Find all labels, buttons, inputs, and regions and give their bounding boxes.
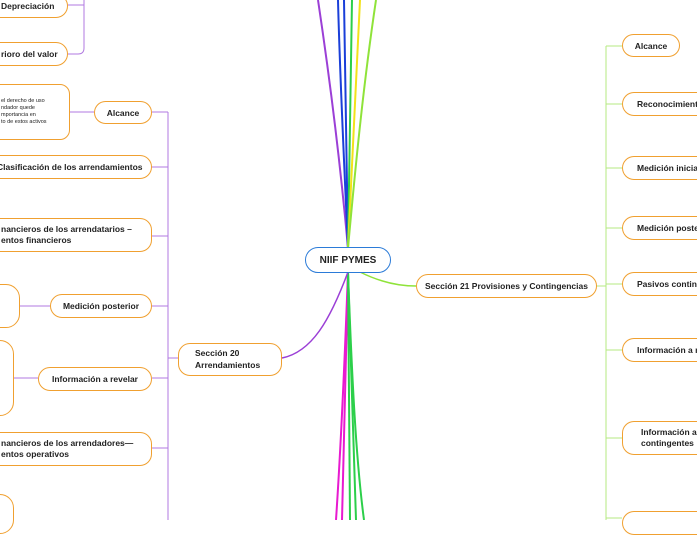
node-reconocimiento[interactable]: Reconocimiento (622, 92, 697, 116)
node-informacion-revelar-right[interactable]: Información a r (622, 338, 697, 362)
central-topic[interactable]: NIIF PYMES (305, 247, 391, 273)
central-topic-label: NIIF PYMES (319, 254, 377, 266)
node-arrendadores[interactable]: nancieros de los arrendadores— entos ope… (0, 432, 152, 466)
node-medicion-posterior-right-label: Medición poste (637, 223, 697, 233)
node-medicion-posterior-child[interactable] (0, 284, 20, 328)
node-seccion-20[interactable]: Sección 20 Arrendamientos (178, 343, 282, 376)
node-depreciacion-label: Depreciación (1, 1, 55, 11)
arrendadores-line-2: entos operativos (1, 449, 70, 459)
node-informacion-revelar-right-label: Información a r (637, 345, 697, 355)
node-medicion-inicial[interactable]: Medición inicial (622, 156, 697, 180)
alcance-note-line-3: mportancia en (1, 112, 36, 118)
node-arrendatarios[interactable]: nancieros de los arrendatarios – entos f… (0, 218, 152, 252)
seccion-20-line-2: Arrendamientos (195, 359, 261, 370)
node-clasificacion[interactable]: Clasificación de los arrendamientos (0, 155, 152, 179)
node-pasivos-contingentes-label: Pasivos conting (637, 279, 697, 289)
alcance-note-line-2: ndador quede (1, 104, 35, 111)
node-clasificacion-label: Clasificación de los arrendamientos (0, 162, 143, 172)
node-informacion-revelar-left-label: Información a revelar (52, 374, 138, 384)
alcance-note-line-4: to de estos activos (1, 119, 47, 126)
node-depreciacion[interactable]: Depreciación (0, 0, 68, 18)
node-medicion-posterior-left-label: Medición posterior (62, 301, 140, 311)
node-bottom-left-partial[interactable] (0, 494, 14, 534)
node-bottom-right-partial[interactable] (622, 511, 697, 535)
informacion-contingentes-line-1: Información a (641, 426, 697, 437)
node-medicion-posterior-right[interactable]: Medición poste (622, 216, 697, 240)
node-informacion-contingentes[interactable]: Información a contingentes (622, 421, 697, 455)
node-reconocimiento-label: Reconocimiento (637, 99, 697, 109)
node-alcance-left[interactable]: Alcance (94, 101, 152, 124)
node-alcance-left-label: Alcance (106, 107, 140, 118)
arrendatarios-line-2: entos financieros (1, 235, 72, 245)
node-alcance-note[interactable]: el derecho de uso ndador quede mportanci… (0, 84, 70, 140)
node-seccion-21-label: Sección 21 Provisiones y Contingencias (425, 281, 588, 291)
node-medicion-inicial-label: Medición inicial (637, 163, 697, 173)
node-medicion-posterior-left[interactable]: Medición posterior (50, 294, 152, 318)
node-deterioro[interactable]: rioro del valor (0, 42, 68, 66)
arrendatarios-line-1: nancieros de los arrendatarios – (1, 223, 132, 234)
seccion-20-line-1: Sección 20 (195, 348, 240, 359)
node-seccion-21[interactable]: Sección 21 Provisiones y Contingencias (416, 274, 597, 298)
node-pasivos-contingentes[interactable]: Pasivos conting (622, 272, 697, 296)
node-deterioro-label: rioro del valor (1, 49, 58, 59)
node-alcance-right-label: Alcance (634, 40, 668, 51)
informacion-contingentes-line-2: contingentes (641, 438, 694, 448)
alcance-note-line-1: el derecho de uso (1, 97, 45, 104)
node-alcance-right[interactable]: Alcance (622, 34, 680, 57)
arrendadores-line-1: nancieros de los arrendadores— (1, 437, 134, 448)
node-informacion-child[interactable] (0, 340, 14, 416)
node-informacion-revelar-left[interactable]: Información a revelar (38, 367, 152, 391)
mindmap-links (14, 0, 622, 520)
